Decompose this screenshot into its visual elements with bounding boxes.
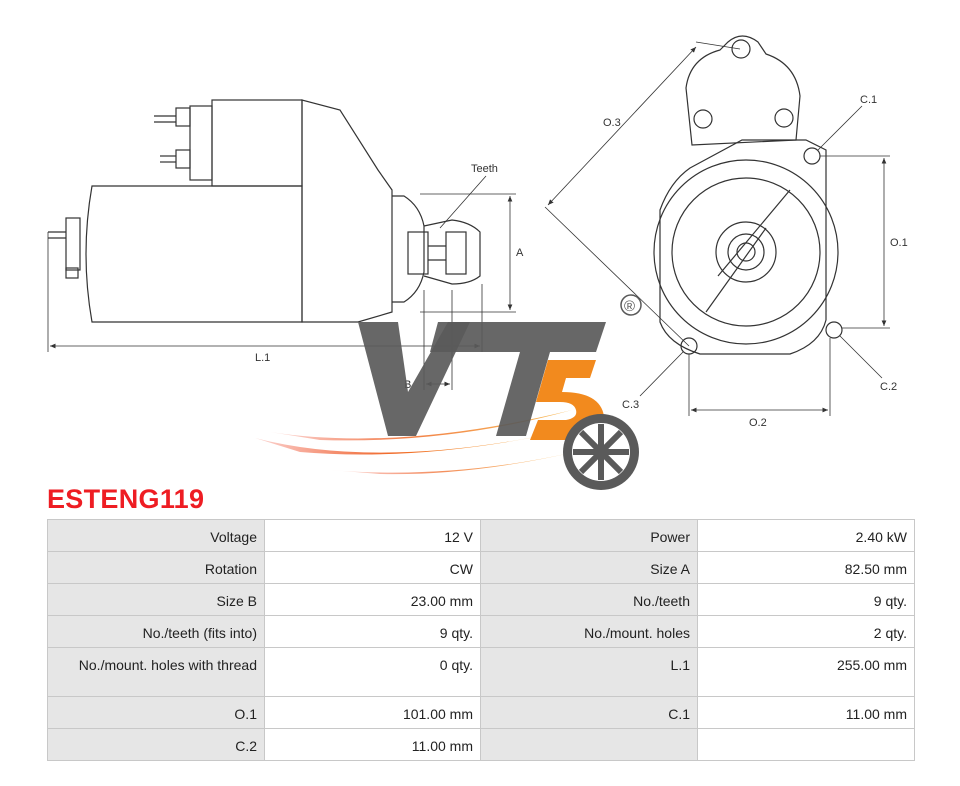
table-row: Size B 23.00 mm No./teeth 9 qty. [47,583,915,616]
spec-label [480,728,698,761]
vt5-logo-watermark: ® [255,294,642,490]
logo-letter-t [430,322,606,436]
spec-value: 11.00 mm [264,728,481,761]
spec-value: 101.00 mm [264,696,481,729]
label-teeth: Teeth [471,163,498,175]
spec-value: 9 qty. [697,583,915,616]
motor-body [85,185,303,323]
spec-value: 9 qty. [264,615,481,648]
spec-label: Voltage [47,519,265,552]
teeth-leader [439,175,487,229]
front-view [653,35,843,355]
table-row: No./mount. holes with thread 0 qty. L.1 … [47,647,915,697]
label-c2: C.2 [880,381,897,393]
logo-swoosh [255,432,560,455]
mount-hole-c1 [803,147,821,165]
spec-label: C.1 [480,696,698,729]
dim-o3-line [547,46,697,206]
spec-value: 2 qty. [697,615,915,648]
spec-value: 82.50 mm [697,551,915,584]
top-lug [685,35,801,146]
drive-housing [301,99,393,323]
spec-value: CW [264,551,481,584]
spec-value: 12 V [264,519,481,552]
registered-mark: ® [624,298,635,315]
spec-table: Voltage 12 V Power 2.40 kW Rotation CW S… [47,519,915,761]
label-o3: O.3 [603,117,621,129]
spec-label: Size B [47,583,265,616]
solenoid [211,99,303,187]
spec-label: C.2 [47,728,265,761]
spec-value: 2.40 kW [697,519,915,552]
table-row: Rotation CW Size A 82.50 mm [47,551,915,584]
c3-leader [639,351,684,397]
label-c1: C.1 [860,94,877,106]
spec-label: L.1 [480,647,698,697]
front-dimensions [544,41,890,416]
table-row: C.2 11.00 mm [47,728,915,761]
spec-label: Power [480,519,698,552]
spec-label: No./mount. holes with thread [47,647,265,697]
c2-leader [839,335,883,379]
nose [392,195,425,303]
starter-motor-drawing: Teeth A L.1 B C.1 O. [47,35,908,490]
table-row: O.1 101.00 mm C.1 11.00 mm [47,696,915,729]
spec-value: 0 qty. [264,647,481,697]
spec-value: 23.00 mm [264,583,481,616]
pinion [423,219,481,285]
spec-label: Size A [480,551,698,584]
label-c3: C.3 [622,399,639,411]
spec-label: No./mount. holes [480,615,698,648]
label-l1: L.1 [255,352,270,364]
spec-value [697,728,915,761]
table-row: Voltage 12 V Power 2.40 kW [47,519,915,552]
spec-label: No./teeth [480,583,698,616]
c1-leader [817,105,863,151]
side-view [48,99,481,323]
spec-label: No./teeth (fits into) [47,615,265,648]
table-row: No./teeth (fits into) 9 qty. No./mount. … [47,615,915,648]
spec-label: O.1 [47,696,265,729]
front-housing [653,159,839,345]
label-b: B [404,379,411,391]
spec-value: 11.00 mm [697,696,915,729]
spec-label: Rotation [47,551,265,584]
label-o2: O.2 [749,417,767,429]
spec-value: 255.00 mm [697,647,915,697]
mount-hole-c2 [825,321,843,339]
label-o1: O.1 [890,237,908,249]
product-code: ESTENG119 [47,484,205,514]
label-a: A [516,247,524,259]
rear-stud [65,217,81,271]
